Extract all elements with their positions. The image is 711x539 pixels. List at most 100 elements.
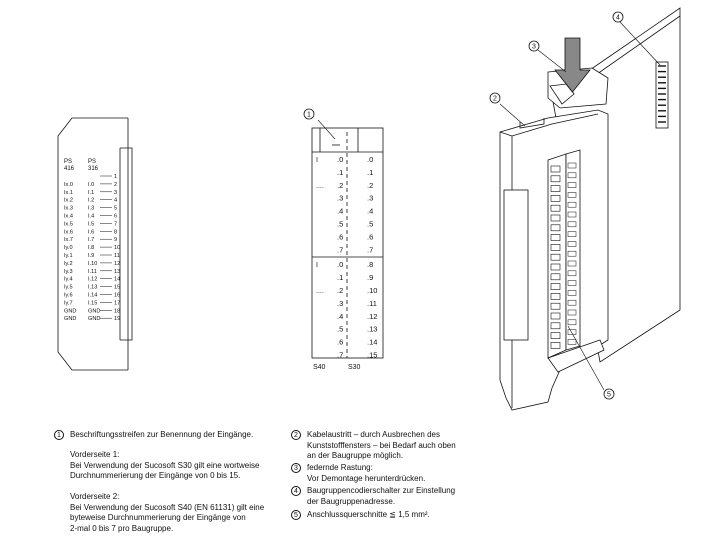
left-row-signal-a: Iy.6 <box>64 293 73 299</box>
svg-text:3: 3 <box>532 44 536 51</box>
terminal-screw <box>550 224 561 232</box>
terminal-screw <box>550 273 561 281</box>
label-strip <box>311 119 384 359</box>
strip-row-s30: .10 <box>367 286 377 295</box>
terminal-screw <box>550 195 561 202</box>
left-row-terminal-number: 2 <box>114 182 117 188</box>
ps416-header-2: 416 <box>64 166 75 172</box>
strip-row-marker: I <box>316 157 318 164</box>
terminal-clamp <box>567 290 577 296</box>
strip-row-s30: .1 <box>367 168 373 177</box>
left-row-terminal-number: 6 <box>114 214 117 220</box>
s30-label: S30 <box>348 364 361 371</box>
legend-number: 4 <box>291 486 301 496</box>
legend-number: 2 <box>291 430 301 440</box>
terminal-screw <box>550 204 561 212</box>
left-row-signal-b: I.9 <box>88 253 94 259</box>
strip-row-s40: .2 <box>337 286 343 295</box>
left-row-terminal-number: 9 <box>114 237 117 243</box>
strip-row-s40: .6 <box>337 338 343 347</box>
strip-row-s30: .7 <box>367 245 373 254</box>
terminal-clamp <box>567 339 577 345</box>
left-row-terminal-number: 12 <box>114 261 120 267</box>
left-row-terminal-number: 10 <box>114 245 120 251</box>
legend-number: 1 <box>54 430 64 440</box>
strip-row-marker: .... <box>316 183 324 190</box>
strip-row-s40: .2 <box>337 181 343 190</box>
left-row-signal-b: I.15 <box>88 300 97 306</box>
terminal-clamp <box>567 231 577 237</box>
svg-text:2: 2 <box>493 96 497 103</box>
left-row-terminal-number: 4 <box>114 198 117 204</box>
strip-row-s30: .12 <box>367 312 377 321</box>
terminal-clamp <box>567 201 577 208</box>
left-row-signal-a: Iy.2 <box>64 261 73 267</box>
svg-text:4: 4 <box>616 15 620 22</box>
strip-row-s30: .0 <box>367 155 373 164</box>
left-row-signal-a: Ix.4 <box>64 214 73 220</box>
left-row-signal-b: GND <box>88 316 100 322</box>
callout-3: 3 <box>528 40 540 52</box>
ps316-header-1: PS <box>88 159 96 165</box>
terminal-clamp <box>567 221 577 228</box>
left-row-signal-b: I.1 <box>88 190 94 196</box>
left-row-signal-a: Ix.5 <box>64 221 73 227</box>
left-row-signal-a: Ix.7 <box>64 237 73 243</box>
legend-text: Anschlussquerschnitte ≦ 1,5 mm². <box>307 510 430 519</box>
strip-row-s30: .2 <box>367 181 373 190</box>
strip-row-s40: .5 <box>337 220 343 229</box>
left-row-signal-b: I.4 <box>88 214 94 220</box>
left-row-signal-b: I.11 <box>88 269 97 275</box>
legend-number: 5 <box>291 510 301 520</box>
strip-row-s40: .5 <box>337 325 343 334</box>
legend-text: Beschriftungsstreifen zur Benennung der … <box>70 430 254 439</box>
terminal-screw <box>550 332 561 339</box>
left-row-signal-b: I.7 <box>88 237 94 243</box>
left-row-signal-b: I.14 <box>88 293 97 299</box>
strip-row-s30: .4 <box>367 207 373 216</box>
svg-text:5: 5 <box>607 392 611 399</box>
left-row-terminal-number: 11 <box>114 253 120 259</box>
terminal-clamp <box>567 211 577 218</box>
legend-text: federnde Rastung: Vor Demontage herunter… <box>307 463 426 483</box>
ps316-header-2: 316 <box>88 166 99 172</box>
s40-label: S40 <box>313 364 326 371</box>
terminal-screw <box>550 234 561 241</box>
terminal-clamp <box>567 162 577 169</box>
left-row-signal-a: Iy.7 <box>64 300 73 306</box>
terminal-screw <box>550 302 561 310</box>
left-row-signal-a: Iy.5 <box>64 285 73 291</box>
strip-row-s30: .15 <box>367 351 377 360</box>
terminal-screw <box>550 263 561 271</box>
strip-row-s30: .9 <box>367 273 373 282</box>
terminal-screw <box>550 175 561 183</box>
strip-row-s30: .11 <box>367 299 377 308</box>
left-row-signal-b: I.3 <box>88 206 94 212</box>
left-row-terminal-number: 19 <box>114 316 120 322</box>
terminal-clamp <box>567 319 577 326</box>
strip-row-s40: .3 <box>337 194 343 203</box>
terminal-clamp <box>567 241 577 247</box>
strip-row-s40: .1 <box>337 168 343 177</box>
legend-text: Vorderseite 1: Bei Verwendung der Sucoso… <box>70 450 260 480</box>
legend-number: 3 <box>291 463 301 473</box>
left-row-signal-a: Iy.4 <box>64 277 73 283</box>
left-row-signal-b: I.13 <box>88 285 97 291</box>
strip-row-marker: I <box>316 262 318 269</box>
terminal-clamp <box>567 280 577 286</box>
left-row-signal-b: I.6 <box>88 229 94 235</box>
legend-text: Baugruppencodierschalter zur Einstellung… <box>307 486 456 506</box>
terminal-screw <box>550 293 561 300</box>
terminal-screw <box>550 244 561 251</box>
left-module <box>57 117 133 371</box>
terminal-clamp <box>567 182 577 188</box>
terminal-screw <box>550 342 561 349</box>
terminal-clamp <box>567 309 577 316</box>
terminal-screw <box>550 283 561 290</box>
left-row-signal-b: I.2 <box>88 198 94 204</box>
ps416-header-1: PS <box>64 159 72 165</box>
label-strip-rows: I.0.0.1.1.....2.2.3.3.4.4.5.5.6.6.7.7I.0… <box>316 155 377 360</box>
legend-right: 2 Kabelaustritt – durch Ausbrechen des K… <box>291 430 491 538</box>
